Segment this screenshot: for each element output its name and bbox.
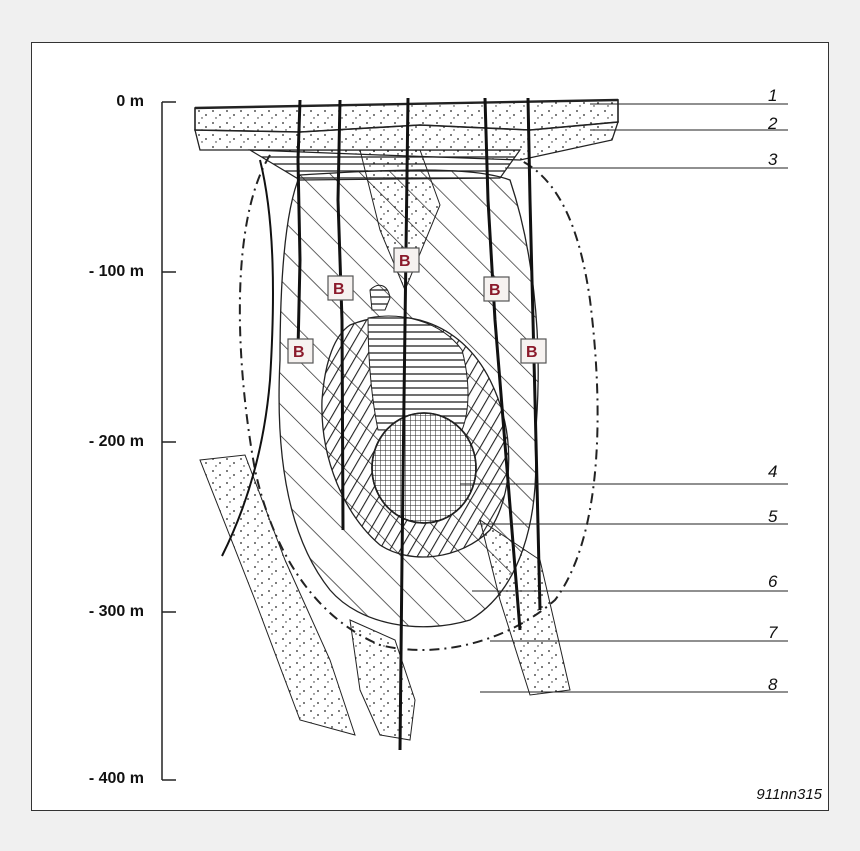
b-marker-3: B — [483, 276, 510, 302]
b-marker-4: B — [287, 338, 314, 364]
svg-text:B: B — [526, 344, 538, 361]
svg-text:B: B — [333, 281, 345, 298]
b-marker-5: B — [520, 338, 547, 364]
legend-7: 7 — [768, 623, 778, 642]
svg-text:B: B — [399, 253, 411, 270]
depth-label-300: - 300 m — [88, 603, 144, 620]
legend-1: 1 — [768, 86, 778, 105]
dotted-band-center — [349, 619, 416, 741]
depth-axis — [161, 101, 176, 781]
legend-2: 2 — [768, 114, 778, 133]
boreholes — [221, 97, 542, 751]
depth-label-200: - 200 m — [88, 433, 144, 450]
depth-label-100: - 100 m — [88, 263, 144, 280]
legend-4: 4 — [768, 462, 778, 481]
dash-dot-boundary — [238, 154, 599, 651]
figure-code: 911nn315 — [756, 786, 822, 803]
legend-3: 3 — [768, 150, 778, 169]
legend-6: 6 — [768, 572, 778, 591]
borehole-markers: B B B B B — [287, 247, 547, 364]
svg-text:B: B — [293, 344, 305, 361]
small-lined-lens — [369, 284, 391, 311]
b-marker-2: B — [327, 275, 354, 301]
legend-leaders — [460, 103, 788, 693]
legend-5: 5 — [768, 507, 778, 526]
svg-text:B: B — [489, 282, 501, 299]
b-marker-1: B — [393, 247, 420, 273]
depth-label-400: - 400 m — [88, 770, 144, 787]
depth-label-0: 0 m — [116, 93, 144, 110]
layer-3-lined — [247, 149, 522, 181]
dotted-band-left — [199, 454, 356, 736]
legend-8: 8 — [768, 675, 778, 694]
